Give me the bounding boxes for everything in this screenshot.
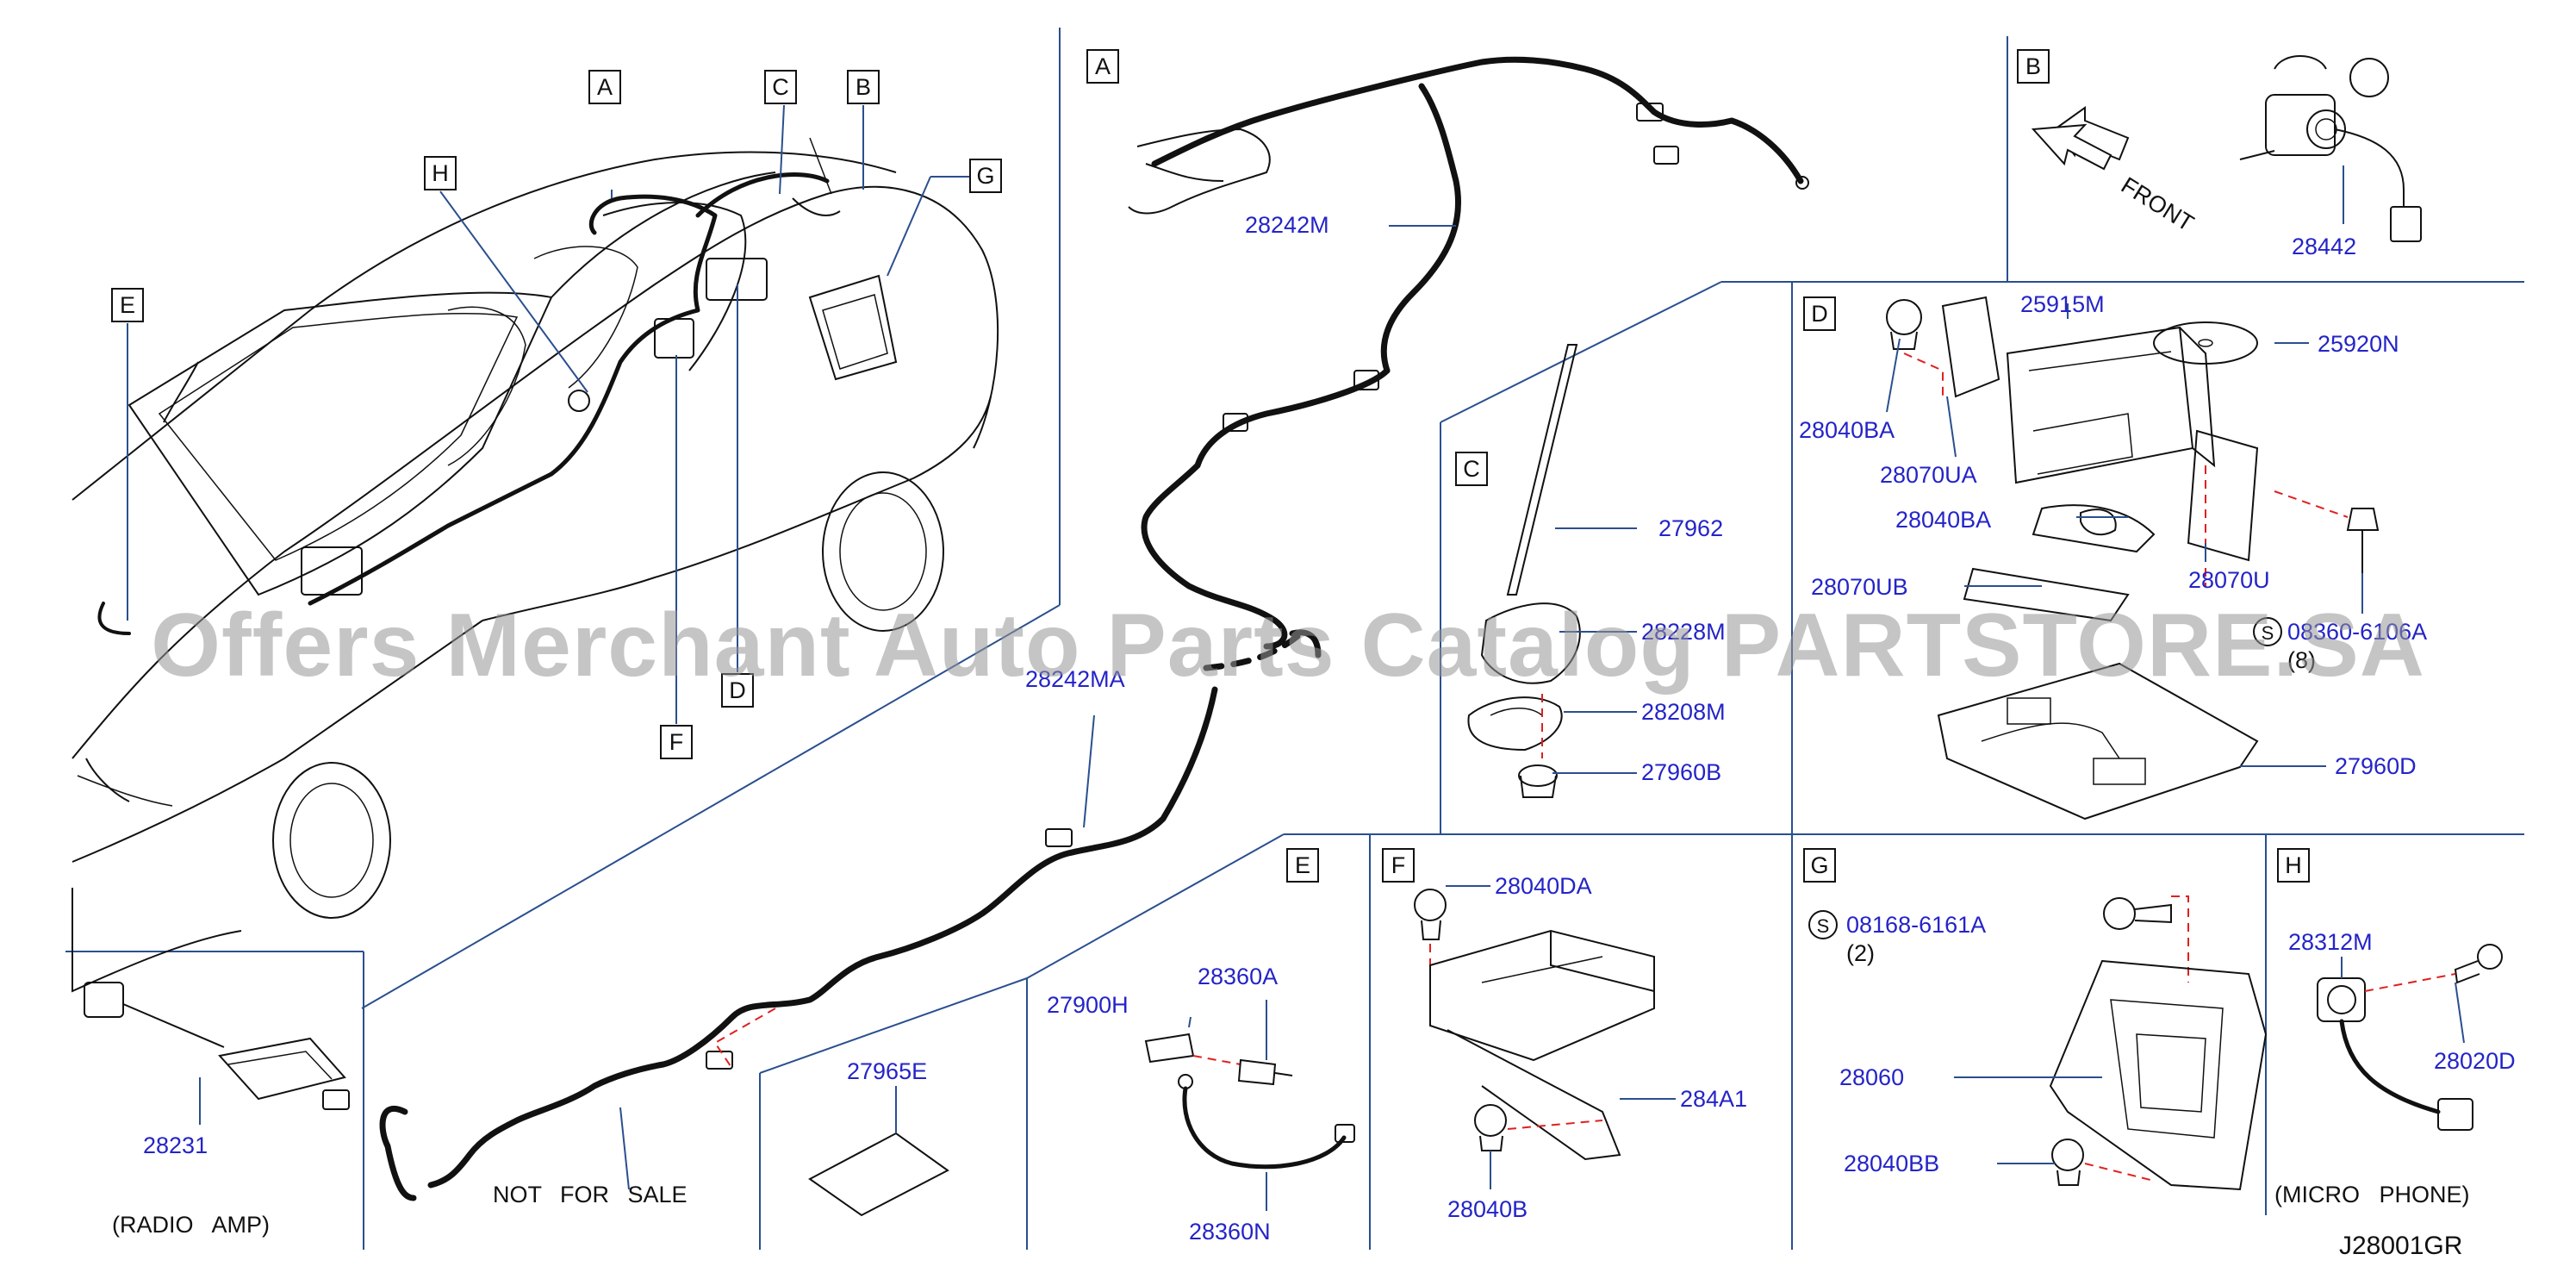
part-label: 28040DA <box>1495 873 1592 899</box>
part-label: 28231 <box>143 1132 208 1158</box>
svg-text:D: D <box>729 677 746 703</box>
part-label: 28208M <box>1641 699 1726 725</box>
svg-text:G: G <box>976 163 994 189</box>
section-a-harness <box>379 56 1809 1201</box>
part-label: 27960B <box>1641 759 1721 785</box>
section-label-f: F <box>1382 848 1415 883</box>
section-label-h: H <box>2277 848 2310 883</box>
part-label: 28312M <box>2288 929 2373 955</box>
s-symbol: S <box>1817 915 1830 937</box>
section-label-boxes: A B C D E F G H <box>1086 49 2310 883</box>
section-g-bracket <box>2049 895 2268 1191</box>
part-label: 28070UB <box>1811 574 1908 600</box>
svg-text:B: B <box>2025 53 2041 79</box>
s-symbol-icon <box>2253 617 2282 646</box>
part-label: 28040BA <box>1799 417 1895 443</box>
amp-panel <box>84 982 350 1110</box>
vehicle-overview <box>72 137 999 993</box>
part-label: 28070UA <box>1880 462 1977 488</box>
part-label: 28242MA <box>1025 666 1125 692</box>
diagram-code: J28001GR <box>2339 1232 2462 1260</box>
microphone-caption: (MICRO PHONE) <box>2274 1182 2470 1207</box>
callout-a: A <box>588 70 621 104</box>
part-label: 08168-6161A <box>1846 912 1986 938</box>
svg-text:G: G <box>1810 852 1828 878</box>
section-label-c: C <box>1455 452 1488 486</box>
section-c-antenna <box>1467 344 1581 798</box>
front-label: FRONT <box>2117 172 2199 237</box>
section-h-microphone <box>2317 944 2503 1131</box>
svg-text:C: C <box>772 74 789 100</box>
callout-e: E <box>111 288 144 322</box>
svg-text:C: C <box>1463 456 1480 482</box>
section-label-a: A <box>1086 49 1119 84</box>
part-label: 25920N <box>2318 331 2399 357</box>
section-label-g: G <box>1803 848 1836 883</box>
part-label: 28070U <box>2188 567 2270 593</box>
part-label: 25915M <box>2020 291 2105 317</box>
svg-text:E: E <box>1295 852 1310 878</box>
svg-text:B: B <box>856 74 871 100</box>
part-label: 28040BA <box>1895 507 1991 533</box>
section-label-d: D <box>1803 296 1836 331</box>
part-label: 27900H <box>1047 992 1129 1018</box>
section-b-camera <box>2053 55 2422 242</box>
s-symbol: S <box>2262 622 2274 644</box>
svg-text:E: E <box>120 292 135 318</box>
part-label: 28040B <box>1447 1196 1528 1222</box>
callout-label-boxes: A C B G H E D F <box>111 70 1002 759</box>
part-label: 27962 <box>1658 515 1723 541</box>
part-label: 28040BB <box>1844 1151 1939 1176</box>
section-d-unit <box>1886 296 2380 820</box>
svg-text:A: A <box>1095 53 1111 79</box>
part-label: 28360A <box>1198 964 1278 989</box>
part-label: 27965E <box>847 1058 927 1084</box>
callout-c: C <box>764 70 797 104</box>
svg-text:H: H <box>432 160 449 186</box>
not-for-sale-note: NOT FOR SALE <box>493 1182 688 1207</box>
s-symbol-icon <box>1808 910 1838 939</box>
part-number-labels: 28242M 28242MA NOT FOR SALE 28442 FRONT … <box>112 123 2516 1260</box>
part-label: 27960D <box>2335 753 2417 779</box>
section-label-b: B <box>2017 49 2050 84</box>
callout-b: B <box>847 70 880 104</box>
part-label: 28242M <box>1245 212 1329 238</box>
part-label: 284A1 <box>1680 1086 1747 1112</box>
part-label: 28228M <box>1641 619 1726 645</box>
section-e-ground <box>808 1033 1355 1217</box>
svg-text:F: F <box>1391 852 1406 878</box>
svg-text:F: F <box>669 729 684 755</box>
part-label: 08360-6106A <box>2287 619 2427 645</box>
svg-text:H: H <box>2285 852 2302 878</box>
front-arrow-icon <box>2031 123 2112 171</box>
panel-dividers <box>65 28 2524 1250</box>
quantity-label: (8) <box>2287 647 2316 673</box>
section-f-bracket <box>1414 889 1655 1161</box>
leader-lines <box>127 104 2465 1211</box>
section-label-e: E <box>1286 848 1319 883</box>
radio-amp-caption: (RADIO AMP) <box>112 1212 270 1238</box>
part-label: 28060 <box>1839 1064 1904 1090</box>
callout-f: F <box>660 725 693 759</box>
callout-d: D <box>721 673 754 708</box>
svg-text:D: D <box>1811 301 1828 327</box>
part-label: 28360N <box>1189 1219 1271 1245</box>
callout-h: H <box>424 156 457 190</box>
callout-g: G <box>969 159 1002 193</box>
part-label: 28442 <box>2292 234 2356 259</box>
svg-text:A: A <box>597 74 613 100</box>
part-label: 28020D <box>2434 1048 2516 1074</box>
quantity-label: (2) <box>1846 940 1875 966</box>
